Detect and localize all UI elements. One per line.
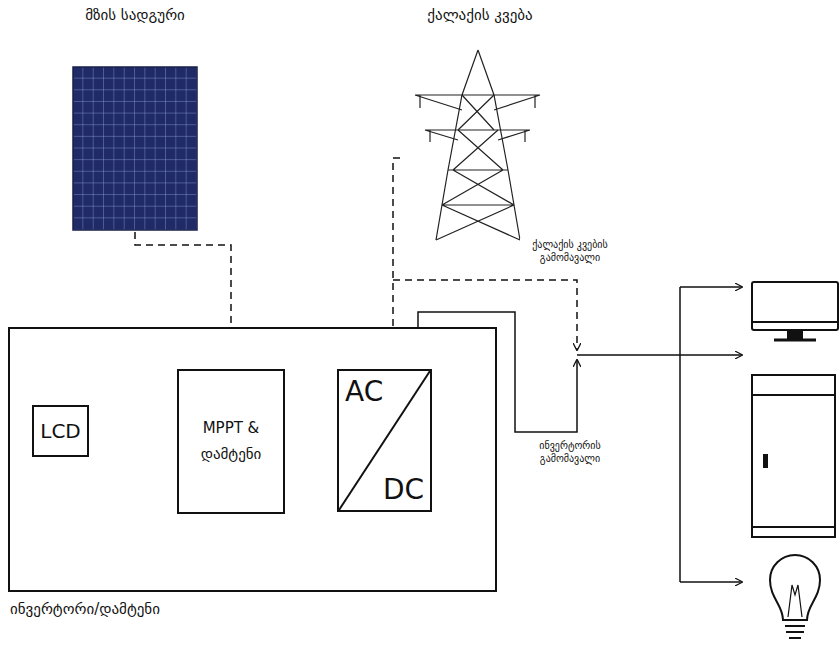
mppt-charger-box: MPPT & დამტენი bbox=[177, 369, 285, 514]
load-arrow bbox=[680, 581, 742, 583]
city-grid: ქალაქის კვება bbox=[400, 6, 560, 242]
box-label: LCD bbox=[40, 419, 81, 443]
light-bulb-icon bbox=[770, 555, 820, 638]
monitor-icon bbox=[752, 282, 838, 340]
station-heading: ქალაქის კვება bbox=[400, 6, 560, 24]
ac-dc-converter: AC DC bbox=[337, 369, 432, 512]
lcd-box: LCD bbox=[32, 405, 89, 457]
output-label: ქალაქის კვების გამომავალი bbox=[520, 238, 620, 265]
output-label: ინვერტორის გამომავალი bbox=[520, 439, 620, 466]
device-heading: ინვერტორი/დამტენი bbox=[10, 600, 160, 618]
converter-label: DC bbox=[383, 473, 424, 506]
solar-panel bbox=[73, 67, 197, 230]
load-bus bbox=[577, 287, 680, 582]
station-heading: მზის სადგური bbox=[50, 6, 220, 24]
load-arrow bbox=[680, 354, 742, 356]
converter-label: AC bbox=[345, 375, 383, 408]
solar-station: მზის სადგური bbox=[50, 6, 220, 232]
inverter-charger: LCDMPPT & დამტენიACDCინვერტორი/დამტენი bbox=[8, 327, 497, 592]
power-tower bbox=[415, 50, 540, 240]
box-label: MPPT & დამტენი bbox=[201, 416, 262, 467]
computer-icon bbox=[752, 375, 835, 537]
load-arrow bbox=[680, 286, 742, 288]
